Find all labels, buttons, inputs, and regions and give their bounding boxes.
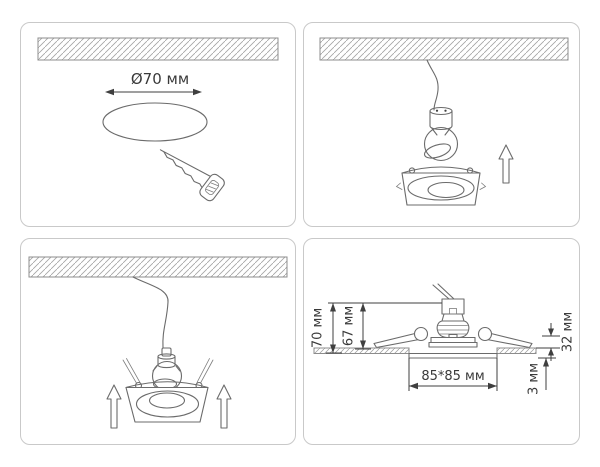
hole-diameter-label: Ø70 мм: [131, 70, 189, 88]
panel-step1-cut-hole: Ø70 мм: [20, 22, 296, 227]
dimension-85x85mm: 85*85 мм: [408, 358, 498, 391]
dimension-70mm: 70 мм: [311, 302, 442, 354]
dimension-3mm: 3 мм: [527, 357, 556, 395]
saw-icon: [159, 149, 225, 202]
recess-height-label: 32 мм: [561, 312, 576, 352]
ceiling-hatch: [37, 37, 279, 61]
step4-cross-section-drawing: 70 мм 67 мм 32 мм 3 мм: [311, 283, 576, 395]
spring-clips: [122, 358, 214, 390]
diameter-dimension-arrow: [105, 88, 202, 96]
ceiling-cross-section-left: [313, 347, 410, 354]
ceiling-cross-section-right: [496, 347, 537, 354]
panel-step3-insert-fixture: [20, 238, 296, 445]
up-arrow-icon: [498, 144, 514, 184]
body-height-label: 67 мм: [342, 306, 357, 346]
lamp-drawing: [423, 106, 459, 162]
step2-drawing: [319, 37, 569, 206]
step1-drawing: Ø70 мм: [37, 37, 279, 202]
panel-step4-dimensions: 70 мм 67 мм 32 мм 3 мм: [303, 238, 580, 445]
cutout-size-label: 85*85 мм: [421, 369, 484, 384]
power-wire: [426, 59, 439, 111]
power-wire: [132, 276, 169, 349]
trim-frame-drawing: [395, 166, 487, 206]
trim-frame-drawing: [125, 381, 209, 423]
cutout-hole-ellipse: [102, 102, 208, 142]
up-arrow-icon-right: [216, 384, 232, 429]
spring-arms: [373, 326, 533, 349]
total-height-label: 70 мм: [311, 308, 326, 348]
step3-drawing: [28, 256, 288, 429]
dimension-32mm: 32 мм: [536, 312, 576, 361]
flange-thickness-label: 3 мм: [527, 363, 542, 395]
ceiling-hatch: [28, 256, 288, 278]
up-arrow-icon-left: [106, 384, 122, 429]
trim-flange-cross-section: [408, 352, 498, 359]
fixture-cross-section: [373, 283, 533, 349]
ceiling-hatch: [319, 37, 569, 61]
panel-step2-connect-lamp: [303, 22, 580, 227]
lamp-drawing: [151, 347, 183, 392]
dimension-67mm: 67 мм: [342, 303, 371, 350]
